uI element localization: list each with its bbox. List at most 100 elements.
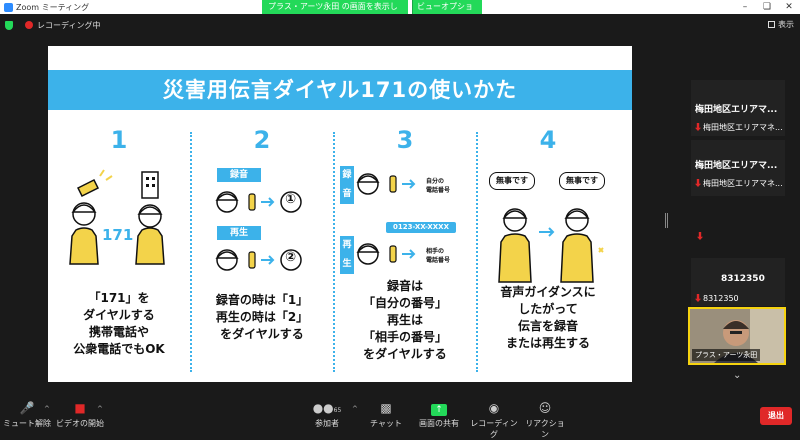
self-video-tile[interactable]: プラス・アーツ永田 (688, 307, 786, 365)
video-label: ビデオの開始 (56, 419, 104, 428)
step-number: 1 (110, 126, 128, 154)
grid-icon (768, 21, 775, 28)
reactions-button[interactable]: ☺ リアクション (522, 401, 568, 440)
meeting-topbar: レコーディング中 表示 (0, 14, 800, 36)
security-shield-icon[interactable] (5, 20, 13, 30)
caption-line: 伝言を録音 (517, 319, 578, 333)
muted-mic-icon (695, 123, 701, 131)
participants-icon: ●●65 (312, 401, 342, 415)
caption-line: 「相手の番号」 (362, 330, 447, 344)
video-options-caret-icon[interactable]: ^ (97, 405, 103, 413)
record-label: レコーディング (470, 419, 518, 439)
caption-line: 録音は (386, 279, 423, 293)
speech-bubble: 無事です (559, 172, 605, 190)
view-button[interactable]: 表示 (768, 19, 794, 30)
step-3: 3 録音 再生 自分の 電話番号 0123-XX-XXXX 相手の 電話番号 録… (334, 116, 476, 378)
record-icon: ◉ (488, 401, 500, 415)
record-tag: 録音 (217, 168, 261, 182)
recording-label: レコーディング中 (37, 20, 101, 30)
reaction-smiley-icon: ☺ (538, 401, 552, 415)
participant-label: 8312350 (695, 294, 739, 303)
step-1-illustration (69, 169, 165, 265)
caption-line: 「171」を (88, 291, 150, 305)
key-1: ① (285, 192, 297, 207)
participant-label: 梅田地区エリアマネ... (695, 178, 783, 189)
participant-sub-name: 梅田地区エリアマネ... (703, 123, 783, 132)
participant-name: 梅田地区エリアマ... (695, 105, 778, 115)
step-divider (190, 132, 192, 372)
muted-mic-icon (695, 179, 701, 187)
window-controls: – ❏ ✕ (734, 0, 800, 14)
view-label: 表示 (778, 20, 794, 29)
share-screen-icon: ↑ (414, 401, 464, 416)
participants-button[interactable]: ●●65 参加者 (307, 401, 347, 429)
share-banner: プラス・アーツ永田 の画面を表示しています ビューオプション ⌵ (262, 0, 482, 25)
record-number-illustration (356, 173, 416, 195)
recording-indicator[interactable]: レコーディング中 (25, 20, 100, 31)
minimize-button[interactable]: – (742, 2, 748, 12)
caption-line: 携帯電話や (88, 325, 149, 339)
window-title: Zoom ミーティング (16, 2, 90, 12)
step-number: 4 (539, 126, 557, 154)
panel-splitter[interactable] (665, 213, 668, 228)
step-number: 2 (253, 126, 271, 154)
slide-title: 災害用伝言ダイヤル171の使いかた (162, 78, 518, 102)
participant-tile[interactable]: 梅田地区エリアマ... 梅田地区エリアマネ... (691, 80, 785, 136)
step-1: 1 171 「171」を ダイヤルする 携帯電話や 公衆電話でもOK (48, 116, 190, 378)
close-button[interactable]: ✕ (785, 2, 793, 12)
record-dial-illustration (215, 191, 302, 213)
share-banner-message: プラス・アーツ永田 の画面を表示しています (262, 0, 408, 25)
start-video-button[interactable]: ■ ビデオの開始 (56, 401, 104, 429)
step-3-caption: 録音は 「自分の番号」 再生は 「相手の番号」 をダイヤルする (334, 278, 476, 363)
step-4-caption: 音声ガイダンスに したがって 伝言を録音 または再生する (477, 284, 619, 352)
muted-mic-icon (695, 294, 701, 302)
record-button[interactable]: ◉ レコーディング (470, 401, 518, 440)
reactions-label: リアクション (525, 419, 565, 439)
record-dot-icon (25, 21, 33, 29)
caption-line: ダイヤルする (83, 308, 155, 322)
share-screen-button[interactable]: ↑ 画面の共有 (414, 401, 464, 429)
caption-line: 公衆電話でもOK (73, 342, 165, 356)
meeting-toolbar: 🎤 ミュート解除 ^ ■ ビデオの開始 ^ ●●65 参加者 ^ ▩ チャット … (0, 399, 800, 439)
participant-label: 梅田地区エリアマネ... (695, 122, 783, 133)
caption-line: 再生の時は「2」 (215, 310, 309, 324)
caption-line: 音声ガイダンスに (500, 285, 596, 299)
caption-line: 再生は (386, 313, 423, 327)
participant-sub-name: 梅田地区エリアマネ... (703, 179, 783, 188)
mute-label: ミュート解除 (3, 419, 51, 428)
participants-options-caret-icon[interactable]: ^ (352, 405, 358, 413)
zoom-logo-icon (4, 2, 13, 12)
step-4-illustration (498, 208, 604, 283)
audio-options-caret-icon[interactable]: ^ (44, 405, 50, 413)
caption-line: したがって (518, 302, 578, 316)
other-number-label: 相手の 電話番号 (426, 248, 451, 264)
gallery-scroll-down-icon[interactable]: ⌄ (733, 370, 742, 381)
participants-count: 65 (333, 407, 342, 414)
caption-line: をダイヤルする (220, 327, 304, 341)
chat-button[interactable]: ▩ チャット (366, 401, 406, 429)
participant-name: 8312350 (721, 274, 765, 284)
step-4: 4 無事です 無事です 音声ガイダンスに したがって 伝言を録音 または再生する (477, 116, 619, 378)
self-name-label: プラス・アーツ永田 (692, 349, 761, 361)
step-divider (333, 132, 335, 372)
chat-label: チャット (370, 419, 402, 428)
share-label: 画面の共有 (419, 419, 459, 428)
caption-line: または再生する (505, 336, 590, 350)
record-tag: 録音 (340, 166, 354, 204)
play-dial-illustration (215, 249, 302, 271)
mute-button[interactable]: 🎤 ミュート解除 (2, 401, 52, 429)
muted-mic-icon: 🎤 (19, 401, 35, 415)
participant-tile[interactable]: 梅田地区エリアマ... 梅田地区エリアマネ... (691, 140, 785, 196)
speech-bubble: 無事です (489, 172, 535, 190)
maximize-button[interactable]: ❏ (762, 2, 772, 12)
view-options-button[interactable]: ビューオプション ⌵ (412, 0, 482, 25)
participant-tile[interactable]: 8312350 8312350 (691, 258, 785, 306)
play-tag: 再生 (340, 236, 354, 274)
sample-number: 0123-XX-XXXX (386, 222, 456, 233)
participant-tile[interactable] (691, 228, 785, 248)
leave-button[interactable]: 退出 (760, 407, 792, 425)
play-tag: 再生 (217, 226, 261, 240)
key-2: ② (285, 250, 297, 265)
participant-sub-name: 8312350 (703, 294, 739, 303)
video-off-icon: ■ (74, 401, 86, 415)
